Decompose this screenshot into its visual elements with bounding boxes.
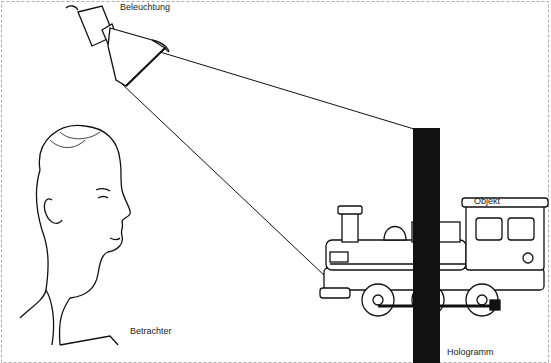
lamp-label: Beleuchtung — [120, 3, 170, 13]
hologram-label: Hologramm — [447, 348, 494, 358]
hologram-plate — [413, 128, 440, 363]
object-label: Objekt — [474, 197, 500, 207]
lamp — [66, 6, 169, 86]
light-ray — [122, 84, 326, 277]
viewer-head — [20, 125, 130, 345]
light-ray — [160, 52, 414, 129]
viewer-label: Betrachter — [130, 327, 172, 337]
